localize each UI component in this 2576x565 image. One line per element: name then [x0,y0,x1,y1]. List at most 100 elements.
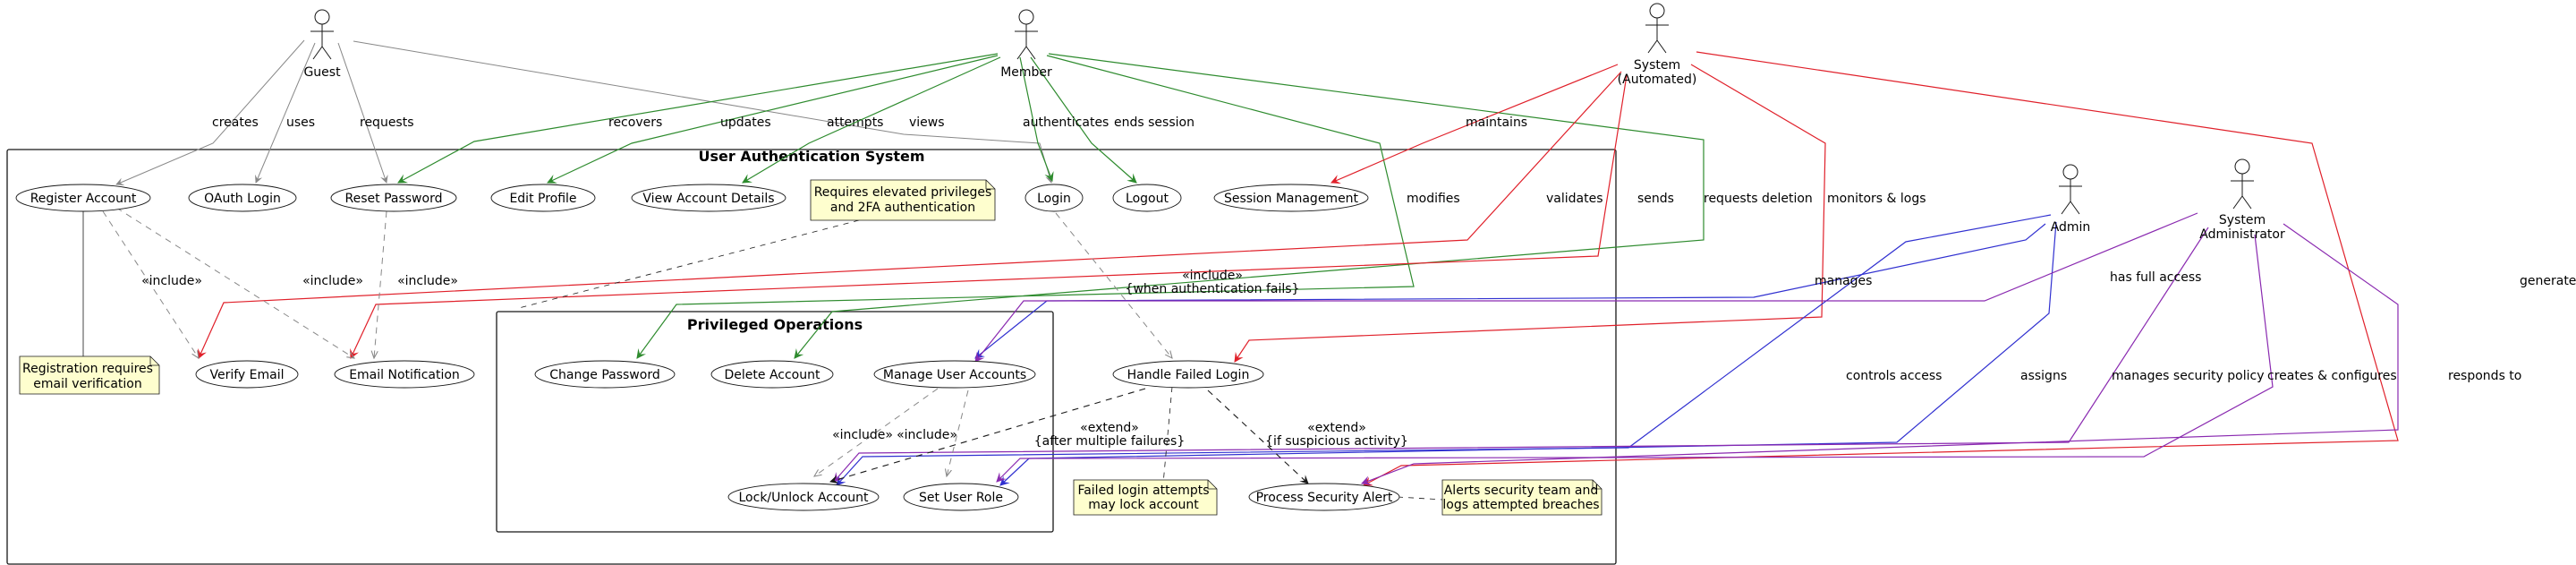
system-notify-link [350,74,1628,359]
privileged-operations-title: Privileged Operations [687,316,863,333]
actor-guest[interactable]: Guest [303,9,341,80]
use-case-delete-account[interactable]: Delete Account [710,360,834,389]
use-case-label: Lock/Unlock Account [739,491,870,505]
use-case-manage-user-accounts[interactable]: Manage User Accounts [873,360,1036,389]
member-reset-link [397,53,999,184]
use-case-session-management[interactable]: Session Management [1213,184,1369,212]
failed-lock-extend [829,388,1146,484]
alerts-note-connector [1397,496,1443,501]
label-manages-security-policy: manages security policy [2112,369,2264,383]
label-manages: manages [1815,274,1872,288]
sysadmin-role-link [996,234,2274,483]
label-creates-configures: creates & configures [2267,369,2397,383]
member-edit-link [547,55,999,184]
note-alerts-line-1: Alerts security team and [1444,484,1599,498]
use-case-process-security-alert[interactable]: Process Security Alert [1248,483,1400,511]
use-case-edit-profile[interactable]: Edit Profile [490,184,596,212]
use-case-label: Process Security Alert [1256,491,1393,505]
stick-figure-icon [310,9,334,60]
label-validates: validates [1546,192,1603,206]
guest-oauth-link [255,42,316,184]
label-sends: sends [1637,192,1674,206]
use-case-label: Delete Account [725,368,820,382]
member-view-link [742,56,1001,184]
use-case-set-user-role[interactable]: Set User Role [903,483,1019,511]
stick-figure-icon [2231,158,2254,210]
admin-role-link [999,221,2057,486]
use-case-label: View Account Details [642,192,774,206]
actor-system-automated[interactable]: System (Automated) [1618,3,1697,87]
login-failed-include [1055,212,1172,358]
label-maintains: maintains [1466,116,1527,130]
actor-label-line-2: (Automated) [1618,73,1697,87]
actor-label-line-2: Administrator [2199,227,2285,242]
label-controls-access: controls access [1846,369,1942,383]
note-privileges: Requires elevated privileges and 2FA aut… [810,179,996,221]
use-case-logout[interactable]: Logout [1112,184,1182,212]
label-extend-suspicious-2: {if suspicious activity} [1265,434,1408,449]
auth-system-package: User Authentication System [6,148,1617,565]
actor-label-line-1: System [2219,213,2266,227]
label-creates: creates [212,116,259,130]
label-has-full-access: has full access [2110,270,2201,285]
label-extend-multiple-1: «extend» [1080,421,1139,435]
use-case-label: Email Notification [349,368,460,382]
member-change-password-link [636,55,1415,359]
stick-figure-icon [2059,164,2082,215]
use-case-oauth-login[interactable]: OAuth Login [188,184,297,212]
label-include-verify: «include» [141,274,202,288]
use-case-label: Change Password [549,368,659,382]
label-recovers: recovers [608,116,662,130]
member-login-link [1019,56,1054,183]
use-case-reset-password[interactable]: Reset Password [330,184,457,212]
actor-member[interactable]: Member [1000,9,1052,80]
use-case-login[interactable]: Login [1024,184,1084,212]
system-alert-link [1363,51,2399,486]
guest-reset-link [337,42,388,184]
use-case-label: Register Account [30,192,137,206]
stick-figure-icon [1645,3,1669,54]
label-monitors-logs: monitors & logs [1827,192,1926,206]
use-case-label: Logout [1126,192,1169,206]
use-case-label: Session Management [1224,192,1359,206]
use-case-label: Login [1037,192,1071,206]
admin-manage-link [974,223,2046,359]
sysadmin-alert-link [1360,223,2399,485]
privileges-note-connector [518,219,860,309]
sysadmin-relations [833,212,2399,485]
label-include-notify: «include» [302,274,363,288]
actor-system-administrator[interactable]: System Administrator [2199,158,2285,242]
member-relations [397,53,1705,359]
use-case-lock-unlock-account[interactable]: Lock/Unlock Account [727,483,880,511]
use-case-register-account[interactable]: Register Account [15,184,151,212]
admin-lock-link [836,214,2052,486]
actor-label: Member [1000,65,1052,80]
sysadmin-lock-link [833,227,2209,483]
register-verify-include [102,210,199,358]
label-authenticates: authenticates [1023,116,1109,130]
manage-lock-include [814,388,939,476]
use-case-change-password[interactable]: Change Password [534,360,676,389]
use-case-view-account-details[interactable]: View Account Details [631,184,786,212]
label-ends-session: ends session [1114,116,1194,130]
use-case-label: Manage User Accounts [883,368,1026,382]
label-requests-deletion: requests deletion [1704,192,1813,206]
label-include-failed-2: {when authentication fails} [1126,282,1300,296]
label-uses: uses [286,116,315,130]
actor-admin[interactable]: Admin [2051,164,2091,235]
label-modifies: modifies [1407,192,1460,206]
manage-role-include [947,390,969,476]
register-notify-include [115,207,354,358]
use-case-label: Edit Profile [509,192,576,206]
note-registration-line-2: email verification [33,377,142,391]
use-case-verify-email[interactable]: Verify Email [195,360,299,389]
use-case-email-notification[interactable]: Email Notification [334,360,475,389]
use-case-label: Handle Failed Login [1127,368,1250,382]
label-extend-suspicious-1: «extend» [1307,421,1366,435]
system-relations [198,51,2399,486]
note-registration: Registration requires email verification [19,355,160,395]
guest-register-link [115,39,305,185]
auth-system-title: User Authentication System [698,148,924,165]
use-case-handle-failed-login[interactable]: Handle Failed Login [1112,360,1264,389]
actor-label-line-1: System [1634,58,1680,73]
